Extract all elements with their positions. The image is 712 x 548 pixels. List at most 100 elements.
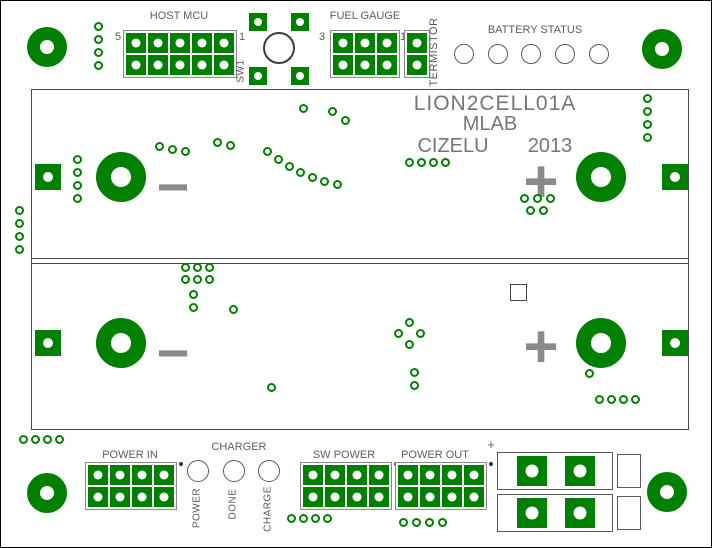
pin-pad <box>126 55 146 75</box>
sw1-pad <box>291 13 309 31</box>
power-out-label: POWER OUT <box>401 449 469 461</box>
via <box>94 48 103 57</box>
via <box>416 329 425 338</box>
pin-pad <box>132 465 152 485</box>
pin-pad <box>214 33 234 53</box>
host-mcu-pin5-label: 5 <box>114 31 122 43</box>
pin-pad <box>377 33 397 53</box>
status-led-pad <box>521 44 541 64</box>
pin-pad <box>420 465 440 485</box>
pin1-marker <box>489 462 493 466</box>
pin-pad <box>333 55 353 75</box>
via <box>213 138 222 147</box>
pin-pad <box>192 55 212 75</box>
via <box>405 158 414 167</box>
via <box>328 107 337 116</box>
via <box>399 518 408 527</box>
via <box>643 133 652 142</box>
via <box>539 206 548 215</box>
pin-pad <box>369 465 389 485</box>
via <box>19 435 28 444</box>
via <box>263 147 272 156</box>
fuel-gauge-label: FUEL GAUGE <box>329 10 401 22</box>
mounting-hole <box>642 29 682 69</box>
sw1-label: SW1 <box>235 59 247 83</box>
terminal-block-outline <box>497 494 613 532</box>
via <box>299 514 308 523</box>
header-termistor <box>404 30 430 78</box>
pin-pad <box>347 487 367 507</box>
pin-pad <box>355 33 375 53</box>
via <box>274 155 283 164</box>
via <box>405 318 414 327</box>
host-mcu-pin1-label: 1 <box>238 31 246 43</box>
pin-pad <box>303 465 323 485</box>
terminal-pad <box>517 456 547 486</box>
via <box>73 181 82 190</box>
pin-pad <box>214 55 234 75</box>
via <box>320 177 329 186</box>
via <box>323 514 332 523</box>
pin-pad <box>126 33 146 53</box>
pin-pad <box>464 487 484 507</box>
cell-terminal-hole <box>96 152 146 202</box>
header-host-mcu <box>123 30 237 78</box>
terminal-plus-label: + <box>487 437 495 452</box>
via <box>181 275 190 284</box>
via <box>533 194 542 203</box>
cell2-plus-symbol: + <box>523 313 559 380</box>
pin-pad <box>407 55 427 75</box>
header-sw-power <box>300 462 392 510</box>
pin-pad <box>369 487 389 507</box>
via <box>285 162 294 171</box>
pin-pad <box>132 487 152 507</box>
pin-pad <box>154 465 174 485</box>
via <box>438 518 447 527</box>
pin-pad <box>355 55 375 75</box>
pin-pad <box>442 487 462 507</box>
fuel-gauge-pin3-label: 3 <box>318 31 326 43</box>
sw1-button-circle <box>263 32 295 64</box>
via <box>546 194 555 203</box>
terminal-pad <box>565 498 595 528</box>
via <box>31 435 40 444</box>
termistor-label: TERMISTOR <box>428 17 440 87</box>
via <box>394 329 403 338</box>
terminal-block-outline <box>497 452 613 490</box>
via <box>73 194 82 203</box>
via <box>193 275 202 284</box>
charger-led-pad <box>258 460 280 482</box>
sw-power-label: SW POWER <box>312 449 376 461</box>
status-led-pad <box>589 44 609 64</box>
cell-terminal-hole <box>576 152 626 202</box>
via <box>193 263 202 272</box>
via <box>417 158 426 167</box>
pin-pad <box>464 465 484 485</box>
pin-pad <box>303 487 323 507</box>
via <box>410 381 419 390</box>
cell-edge-pad <box>662 164 688 190</box>
via <box>520 194 529 203</box>
pin-pad <box>333 33 353 53</box>
via <box>607 395 616 404</box>
cell2-minus-symbol: − <box>156 321 190 384</box>
cell1-plus-symbol: + <box>523 148 559 215</box>
board-designer: CIZELU <box>417 135 489 157</box>
via <box>189 303 198 312</box>
mounting-hole <box>27 473 67 513</box>
via <box>425 518 434 527</box>
via <box>55 435 64 444</box>
charger-led-charge-label: CHARGE <box>262 486 274 532</box>
terminal-pad <box>517 498 547 528</box>
pin-pad <box>325 465 345 485</box>
via <box>643 94 652 103</box>
charger-led-done-label: DONE <box>227 488 239 520</box>
status-led-pad <box>555 44 575 64</box>
board-title: LION2CELL01A <box>413 92 577 115</box>
via <box>94 35 103 44</box>
sw1-pad <box>249 13 267 31</box>
pin-pad <box>170 55 190 75</box>
via <box>412 518 421 527</box>
pin-pad <box>398 465 418 485</box>
